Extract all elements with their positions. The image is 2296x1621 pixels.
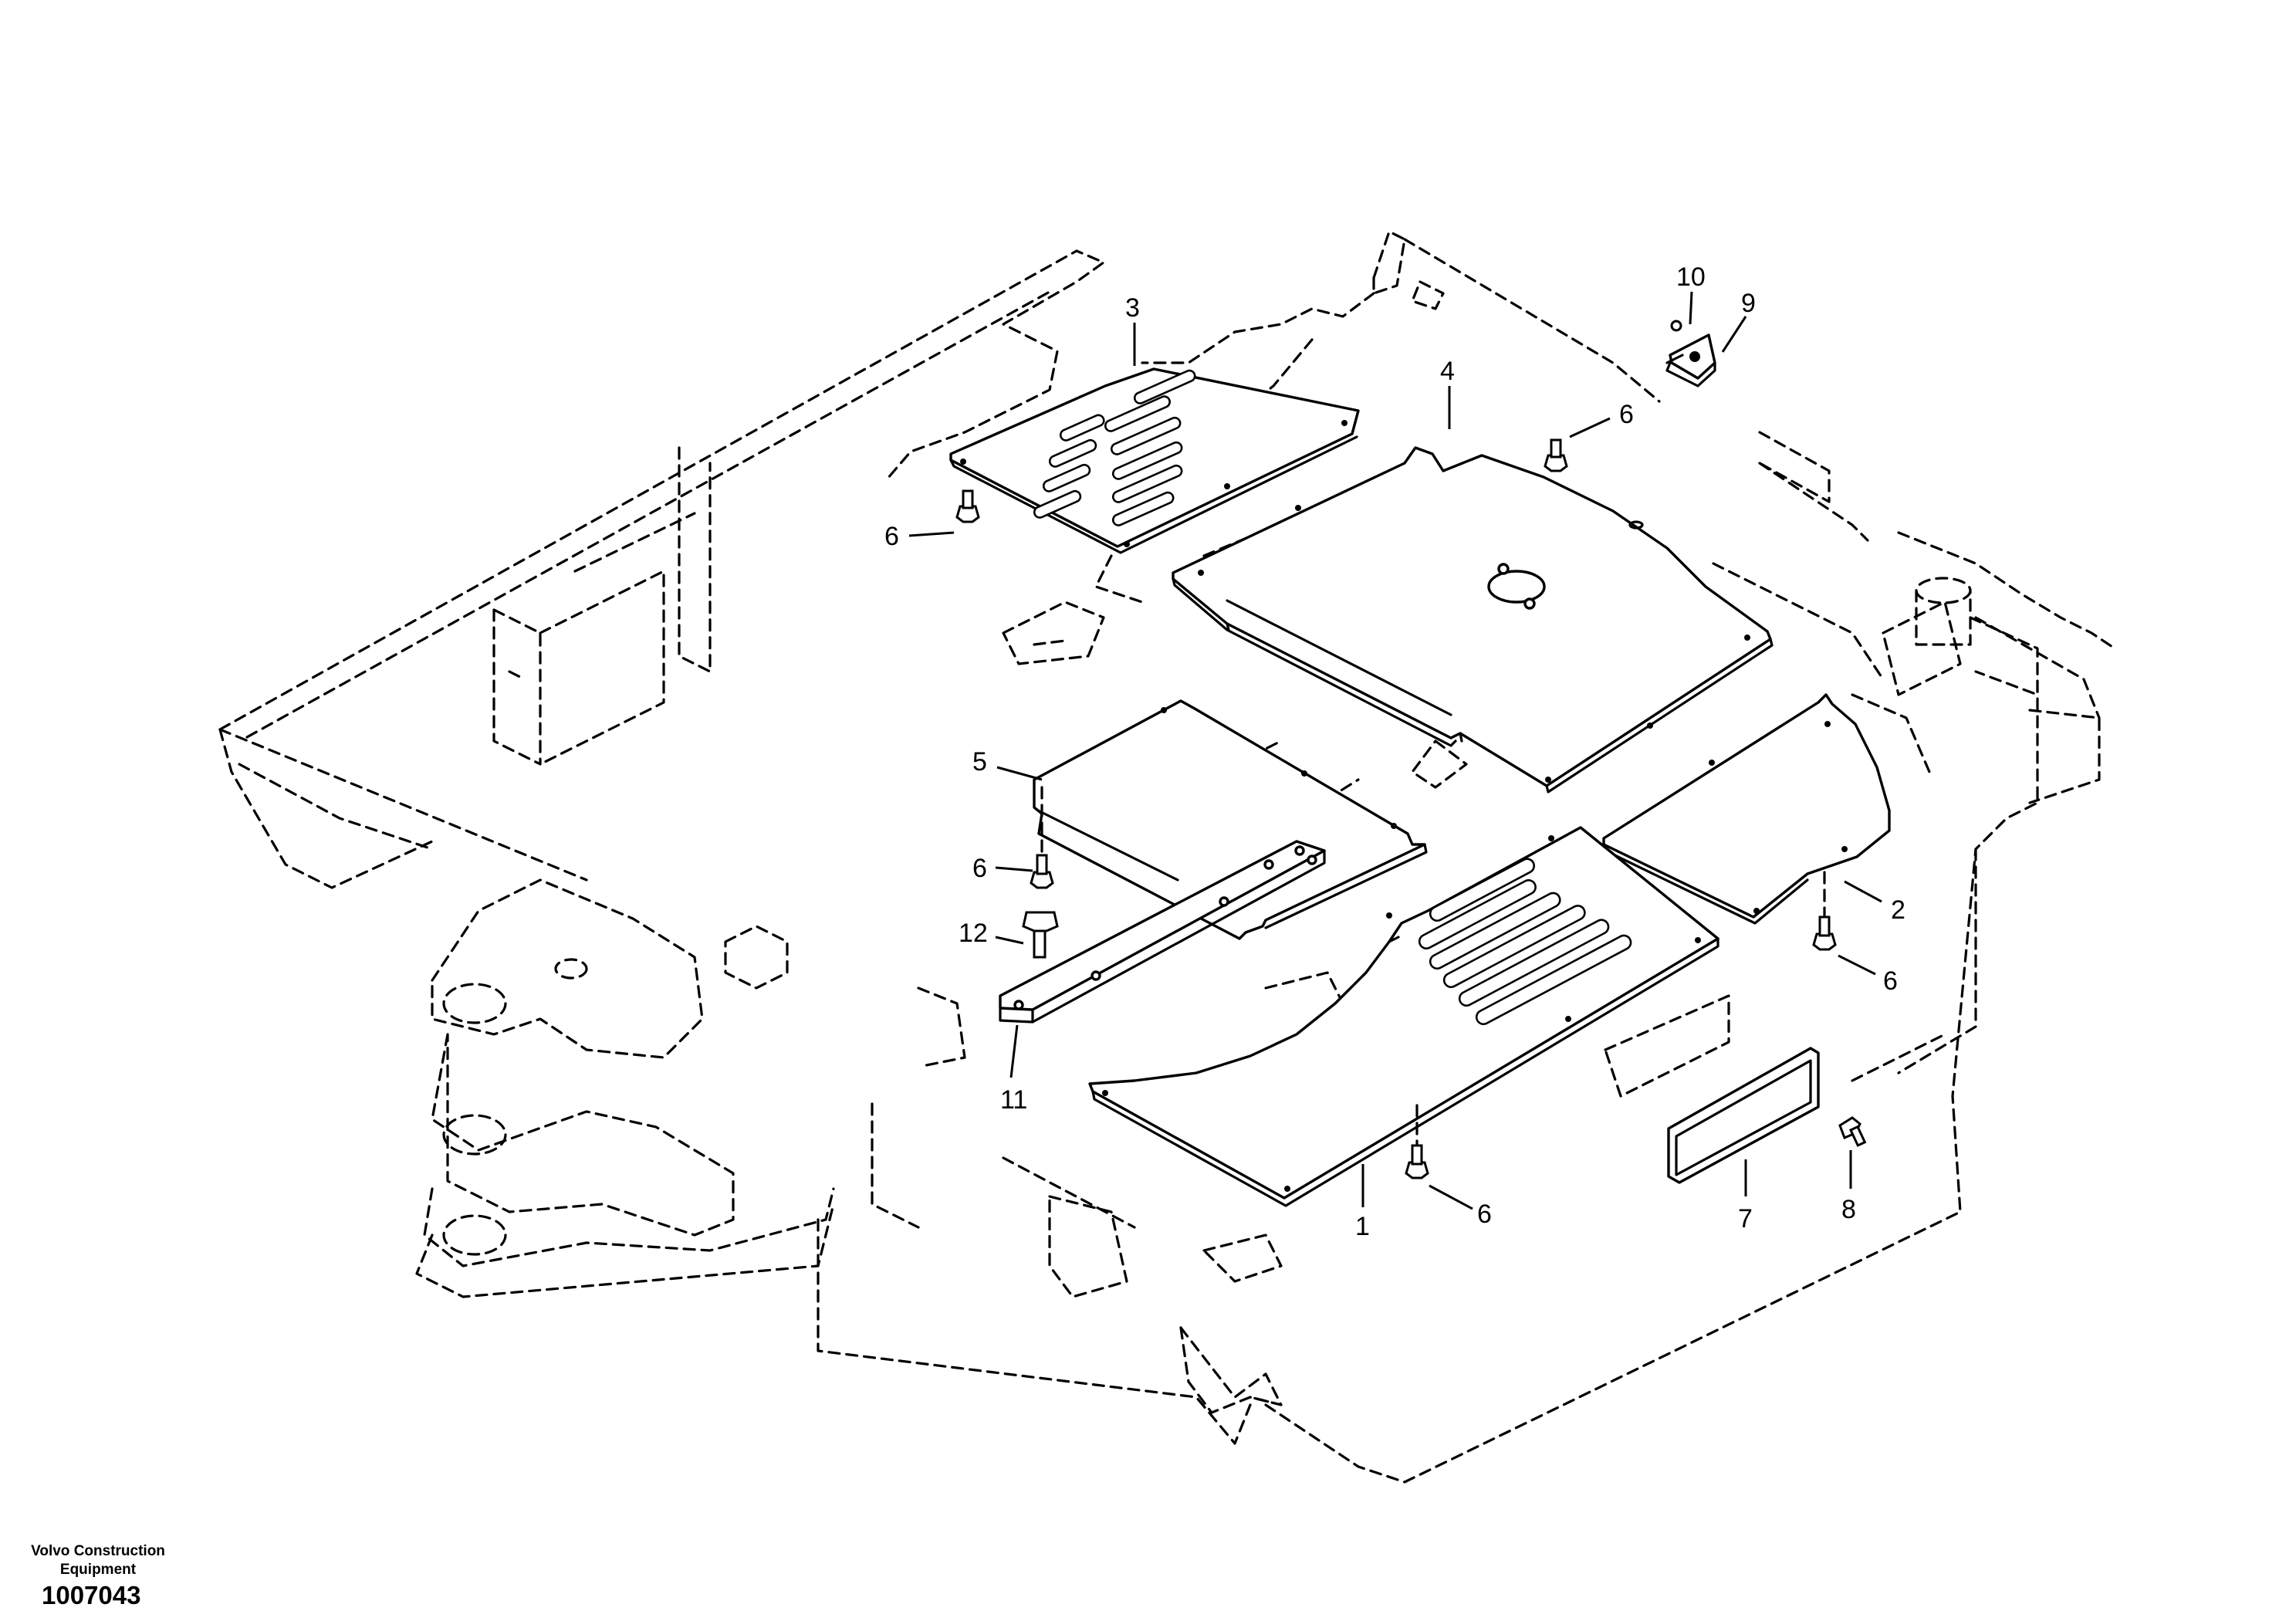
callout-1: 1 <box>1355 1212 1370 1241</box>
drawing-number: 1007043 <box>42 1581 141 1609</box>
bolt-6-front <box>1405 1104 1429 1179</box>
callout-10: 10 <box>1676 262 1706 292</box>
callout-7: 7 <box>1738 1204 1753 1234</box>
leader-lines <box>908 291 1882 1210</box>
part-9-small-bracket <box>1665 333 1716 387</box>
part-1-louvers <box>1418 858 1632 1026</box>
callout-6-middle-left: 6 <box>972 854 987 883</box>
callout-6-right: 6 <box>1883 966 1898 996</box>
machine-frame-outline <box>218 230 2116 1484</box>
bolt-6-top-left <box>955 489 980 523</box>
bolt-6-middle-left <box>1030 854 1054 889</box>
callout-2: 2 <box>1891 895 1905 925</box>
rear-bosses <box>1915 577 2039 696</box>
part-4-cover-plate <box>1172 446 1774 794</box>
callout-12: 12 <box>959 919 988 948</box>
bolt-8 <box>1838 1116 1867 1147</box>
company-name: Volvo Construction Equipment <box>31 1543 165 1578</box>
callout-11: 11 <box>1000 1085 1027 1115</box>
part-10-nut <box>1670 320 1682 332</box>
callout-labels: 3 4 6 10 9 6 5 6 12 11 2 6 1 6 7 8 <box>884 262 1905 1241</box>
bolt-6-top-right <box>1544 438 1568 472</box>
part-3-vented-cover <box>949 367 1360 554</box>
bolts <box>955 438 1867 1179</box>
callout-6-top-left: 6 <box>884 522 899 551</box>
callout-4: 4 <box>1440 357 1455 386</box>
callout-5: 5 <box>972 747 987 777</box>
callout-3: 3 <box>1125 293 1140 323</box>
part-7-cover-plate <box>1667 1047 1820 1184</box>
callout-9: 9 <box>1741 289 1756 318</box>
callout-6-front: 6 <box>1477 1200 1492 1229</box>
part-3-vent-slots <box>1033 369 1196 526</box>
callout-6-top-right: 6 <box>1619 400 1634 429</box>
bolt-12 <box>1022 911 1059 959</box>
bolt-6-right <box>1812 871 1837 951</box>
part-11-strip-bracket <box>999 840 1326 1024</box>
part-1-front-plate <box>1088 826 1719 1207</box>
callout-8: 8 <box>1841 1195 1856 1224</box>
